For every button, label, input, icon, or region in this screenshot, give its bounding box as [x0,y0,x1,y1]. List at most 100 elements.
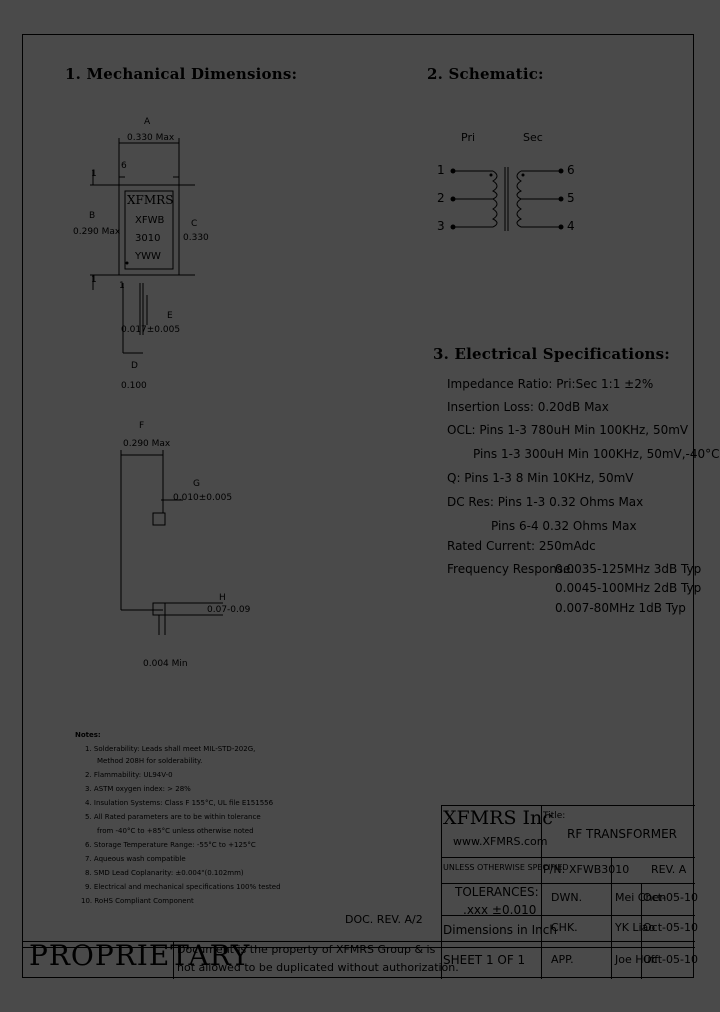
spec-rated-current: Rated Current: 250mAdc [447,539,596,553]
pin-6-label: 6 [121,161,127,171]
dim-h-label: H [219,593,226,603]
spec-freq-response-label: Frequency Response: [447,562,575,576]
dim-e-label: E [167,311,173,321]
dim-f-label: F [139,421,145,431]
mechanical-heading: 1. Mechanical Dimensions: [65,65,298,83]
dim-d-label: D [131,361,138,371]
spec-dc-res-1: DC Res: Pins 1-3 0.32 Ohms Max [447,495,644,509]
dim-h-value: 0.07-0.09 [207,605,251,615]
electrical-heading: 3. Electrical Specifications: [433,345,671,363]
unless-specified: UNLESS OTHERWISE SPECIFIED [443,863,569,872]
title-block-rule-4 [541,915,695,916]
dwn-label: DWN. [551,891,583,904]
pin-1-bottom-b-label: 1 [119,281,125,291]
dim-g-label: G [193,479,200,489]
schematic-pin-left-1: 1 [437,163,445,177]
chk-date: Oct-05-10 [643,921,698,934]
pin-1-top-label: 1 [91,169,97,179]
dim-d-value: 0.100 [121,381,147,391]
schematic-heading: 2. Schematic: [427,65,544,83]
dim-b-value: 0.290 Max [73,227,121,237]
app-name: Joe Huff [615,953,659,966]
app-label: APP. [551,953,574,966]
note-6: 6. Storage Temperature Range: -55°C to +… [85,841,256,849]
drawing-sheet: 1. Mechanical Dimensions: 2. Schematic: … [22,34,720,979]
title-block-rule-v5 [173,941,174,979]
tolerances-value: .xxx ±0.010 [463,903,537,917]
app-date: Oct-05-10 [643,953,698,966]
schematic-sec-label: Sec [523,131,543,144]
spec-dc-res-2: Pins 6-4 0.32 Ohms Max [491,519,637,533]
title-block-rule-6 [441,915,541,916]
title-block-rule-2 [441,857,695,858]
marking-line-4: YWW [135,251,161,262]
title-label: Title: [543,811,566,821]
marking-line-2: XFWB [135,215,165,226]
note-1: 1. Solderability: Leads shall meet MIL-S… [85,745,256,753]
dim-e-value: 0.017±0.005 [121,325,181,335]
dim-b-label: B [89,211,96,221]
title-value: RF TRANSFORMER [567,827,677,841]
proprietary-line-1: Document is the property of XFMRS Group … [177,943,436,956]
proprietary-line-2: not allowed to be duplicated without aut… [177,961,459,974]
pn-value: XFWB3010 [569,863,630,876]
dim-a-label: A [144,117,151,127]
pn-label: P/N: [543,863,566,876]
dim-g-value: 0.010±0.005 [173,493,233,503]
marking-line-3: 3010 [135,233,161,244]
spec-freq-3db: 0.0035-125MHz 3dB Typ [555,562,702,576]
dim-c-value: 0.330 [183,233,209,243]
chk-label: CHK. [551,921,578,934]
schematic-pin-left-3: 3 [437,219,445,233]
dim-c-label: C [191,219,198,229]
chk-name: YK Liao [615,921,656,934]
title-block-rule-v3 [611,857,612,979]
title-block-rule-bottom [23,947,695,948]
spec-q: Q: Pins 1-3 8 Min 10KHz, 50mV [447,471,634,485]
note-5b: from -40°C to +85°C unless otherwise not… [97,827,254,835]
schematic-pin-right-4: 4 [567,219,575,233]
mechanical-drawing [90,138,564,635]
spec-freq-1db: 0.007-80MHz 1dB Typ [555,601,686,615]
company-name: XFMRS Inc [443,807,553,829]
spec-insertion-loss: Insertion Loss: 0.20dB Max [447,400,609,414]
dwn-date: Oct-05-10 [643,891,698,904]
title-block-rule-5 [23,941,695,942]
note-8: 8. SMD Lead Coplanarity: ±0.004"(0.102mm… [85,869,244,877]
title-block-rule-v2 [541,857,542,979]
note-1b: Method 208H for solderability. [97,757,203,765]
note-4: 4. Insulation Systems: Class F 155°C, UL… [85,799,274,807]
note-9: 9. Electrical and mechanical specificati… [85,883,281,891]
spec-impedance: Impedance Ratio: Pri:Sec 1:1 ±2% [447,377,654,391]
dim-f-value: 0.290 Max [123,439,171,449]
note-3: 3. ASTM oxygen index: > 28% [85,785,191,793]
schematic-pin-right-6: 6 [567,163,575,177]
spec-ocl-cold: Pins 1-3 300uH Min 100KHz, 50mV,-40°C [473,447,720,461]
spec-ocl: OCL: Pins 1-3 780uH Min 100KHz, 50mV [447,423,689,437]
note-2: 2. Flammability: UL94V-0 [85,771,173,779]
schematic-pin-right-5: 5 [567,191,575,205]
tolerances-label: TOLERANCES: [455,885,539,899]
company-website: www.XFMRS.com [453,835,548,848]
schematic-pin-left-2: 2 [437,191,445,205]
dim-min-value: 0.004 Min [143,659,188,669]
note-5: 5. All Rated parameters are to be within… [85,813,261,821]
pin-1-bottom-label: 1 [91,275,97,285]
title-block-rule-top [441,805,695,806]
spec-freq-2db: 0.0045-100MHz 2dB Typ [555,581,702,595]
dim-a-value: 0.330 Max [127,133,175,143]
dimensions-unit: Dimensions in Inch [443,923,557,937]
note-10: 10. RoHS Compliant Component [81,897,194,905]
rev-label: REV. A [651,863,687,876]
notes-title: Notes: [75,731,101,739]
doc-rev: DOC. REV. A/2 [345,913,423,926]
proprietary-banner: PROPRIETARY [29,939,251,972]
title-block-rule-left [441,805,442,979]
note-7: 7. Aqueous wash compatible [85,855,186,863]
marking-line-1: XFMRS [127,193,174,207]
title-block-rule-3 [441,883,695,884]
title-block-rule-v4 [641,883,642,979]
sheet-number: SHEET 1 OF 1 [443,953,526,967]
schematic-pri-label: Pri [461,131,476,144]
title-block-rule-v1 [541,805,542,857]
